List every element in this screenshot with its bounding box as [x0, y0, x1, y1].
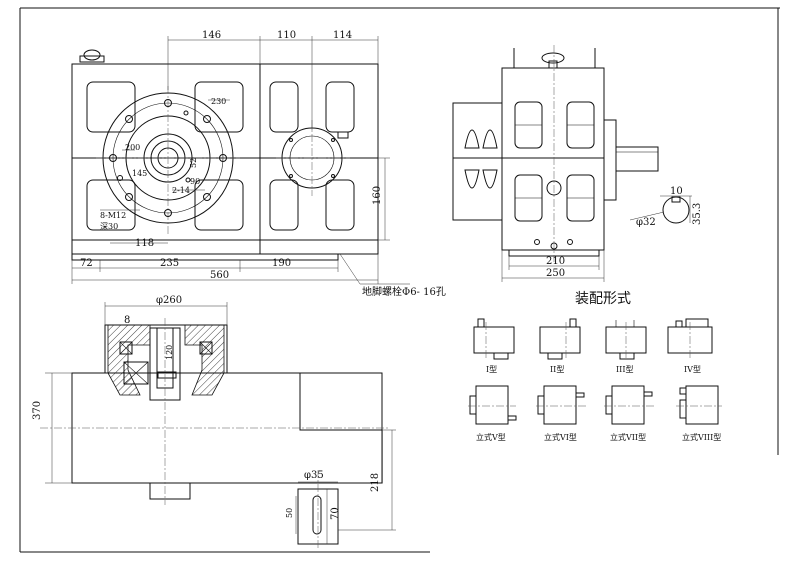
dim-key-8: 8 — [124, 315, 130, 326]
label-2-14: 2-14 — [172, 186, 190, 195]
type-label-8: 立式VIII型 — [682, 432, 721, 442]
type-label-6: 立式VI型 — [544, 432, 577, 442]
dim-len-50: 50 — [285, 508, 294, 518]
type-label-7: 立式VII型 — [610, 432, 646, 442]
assembly-forms-row2 — [468, 385, 722, 425]
section-view — [40, 318, 390, 550]
dim-560: 560 — [210, 270, 229, 281]
dim-height-370: 370 — [32, 401, 43, 420]
label-dia-230: 230 — [211, 97, 226, 106]
dim-114: 114 — [333, 30, 352, 41]
dim-210: 210 — [546, 256, 565, 267]
dim-235: 235 — [160, 258, 179, 269]
dim-190: 190 — [272, 258, 291, 269]
dim-250: 250 — [546, 268, 565, 279]
foot-bolt-label: 地脚螺栓Φ6- 16孔 — [362, 285, 446, 298]
label-8-m12: 8-M12 — [100, 211, 126, 220]
label-52: 52 — [189, 158, 198, 168]
assembly-forms-row1 — [473, 318, 713, 360]
dim-top-diameter: φ260 — [156, 295, 182, 306]
side-view — [452, 45, 659, 262]
shaft-key-detail — [629, 195, 692, 224]
type-label-4: IV型 — [684, 365, 701, 374]
flange-bolt-holes — [109, 99, 227, 217]
dim-height-218: 218 — [370, 473, 381, 492]
front-view — [71, 49, 410, 285]
dim-110: 110 — [277, 30, 296, 41]
assembly-title: 装配形式 — [575, 291, 631, 307]
label-dia-200: 200 — [125, 143, 140, 152]
front-dimension-lines — [71, 36, 390, 284]
type-label-5: 立式V型 — [476, 432, 506, 442]
detail-diameter: φ32 — [636, 217, 656, 228]
label-dia-90: 90 — [190, 177, 200, 186]
dim-160: 160 — [372, 186, 383, 205]
frame — [19, 7, 780, 553]
label-depth-30: 深30 — [100, 222, 118, 231]
type-label-1: I型 — [486, 365, 497, 374]
dim-72: 72 — [80, 258, 93, 269]
section-dimension-lines — [45, 302, 396, 544]
type-label-2: II型 — [550, 365, 564, 374]
dim-118: 118 — [135, 238, 154, 249]
detail-depth: 35.3 — [692, 203, 703, 225]
side-dimension-lines — [501, 250, 605, 282]
dim-146: 146 — [202, 30, 221, 41]
label-dia-145: 145 — [132, 169, 147, 178]
detail-key-width: 10 — [670, 186, 683, 197]
dim-len-70: 70 — [330, 507, 341, 520]
dim-shaft-120: 120 — [165, 345, 174, 360]
dim-output-diameter: φ35 — [304, 470, 324, 481]
type-label-3: III型 — [616, 365, 633, 374]
